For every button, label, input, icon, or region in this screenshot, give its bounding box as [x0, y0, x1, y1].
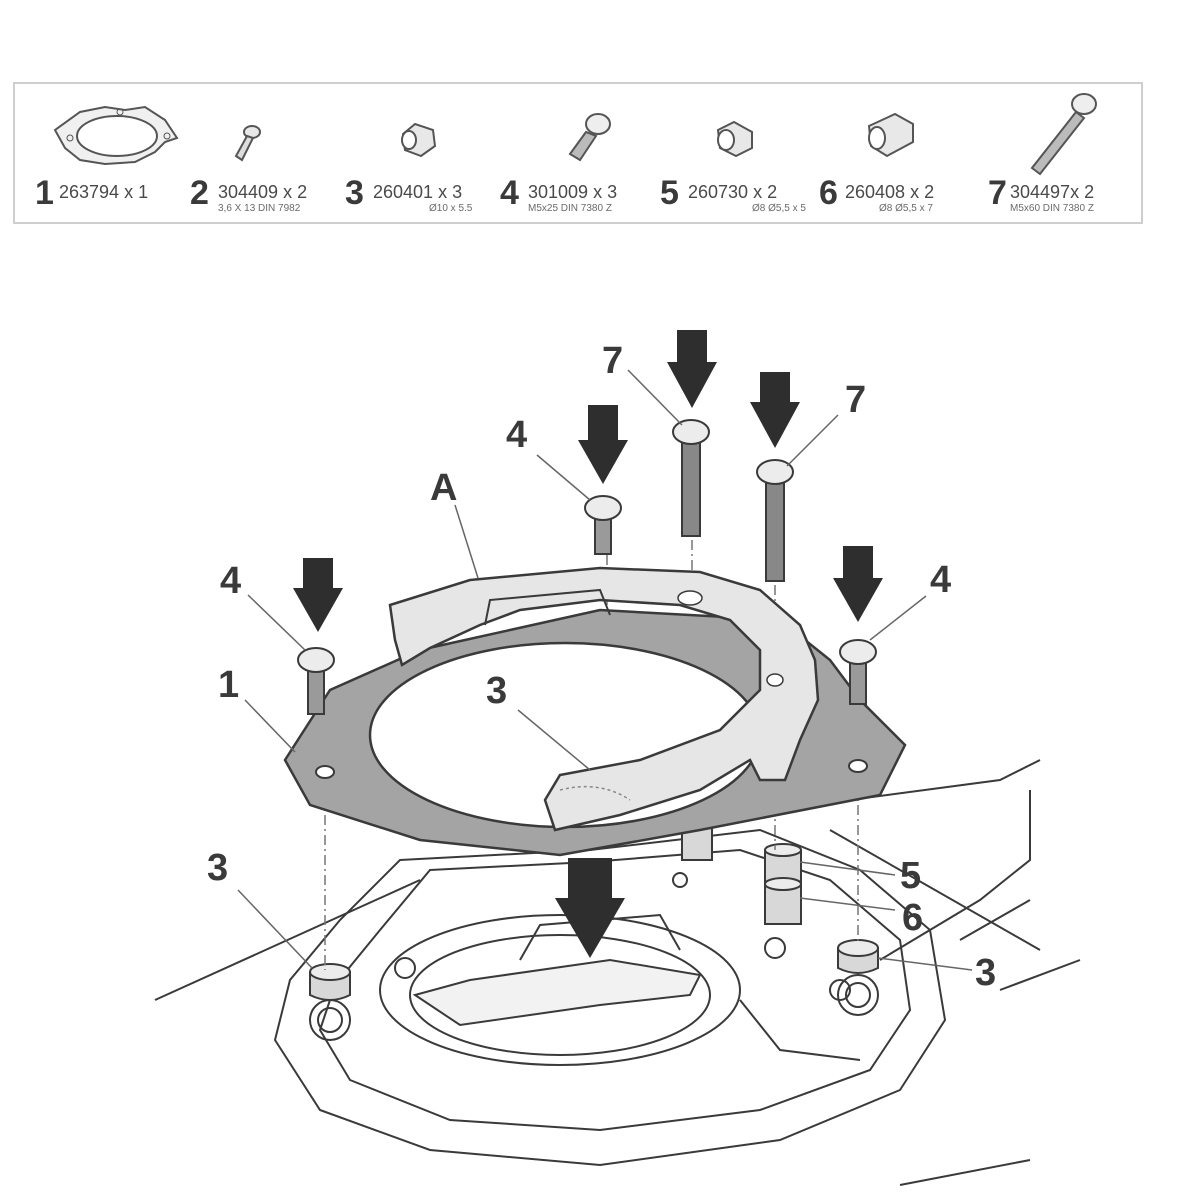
- part-spec: Ø8 Ø5,5 x 7: [879, 203, 933, 214]
- part-number: 4: [500, 174, 519, 212]
- spacer-right: [837, 939, 879, 974]
- label-part-4-top: 4: [506, 414, 527, 456]
- arrow-down-icon: [750, 372, 800, 448]
- bushing-6: [764, 877, 802, 925]
- label-part-3-center: 3: [486, 670, 507, 712]
- label-A: A: [430, 467, 457, 509]
- leader-lines: [237, 369, 973, 971]
- part-spec: M5x25 DIN 7380 Z: [528, 203, 612, 214]
- part-spec: 3,6 X 13 DIN 7982: [218, 203, 301, 214]
- part-5: 5 260730 x 2 Ø8 Ø5,5 x 5: [660, 84, 820, 222]
- arrow-icons: [293, 330, 883, 958]
- long-screw-icon: [1030, 93, 1097, 176]
- part-7: 7 304497x 2 M5x60 DIN 7380 Z: [980, 84, 1140, 222]
- screw-4-right: [839, 639, 877, 705]
- part-code: 301009 x 3: [528, 182, 618, 202]
- label-part-3-right: 3: [975, 952, 996, 994]
- arrow-down-icon: [667, 330, 717, 408]
- part-code: 260401 x 3: [373, 182, 463, 202]
- label-part-1: 1: [218, 664, 239, 706]
- arrow-down-icon: [578, 405, 628, 484]
- screw-7-left: [672, 419, 710, 537]
- part-number: 6: [819, 174, 838, 212]
- spacer-icon: [401, 122, 437, 158]
- part-code: 304497x 2: [1010, 182, 1095, 202]
- label-part-3-left: 3: [207, 847, 228, 889]
- part-number: 7: [988, 174, 1007, 212]
- long-bushing-icon: [867, 112, 914, 158]
- label-part-7-left: 7: [602, 340, 623, 382]
- small-screw-icon: [234, 125, 261, 162]
- part-3: 3 260401 x 3 Ø10 x 5.5: [345, 84, 505, 222]
- part-code: 260408 x 2: [845, 182, 935, 202]
- part-spec: Ø10 x 5.5: [429, 203, 473, 214]
- bushing-icon: [716, 120, 753, 158]
- label-part-5: 5: [900, 855, 921, 897]
- part-2: 2 304409 x 2 3,6 X 13 DIN 7982: [190, 84, 350, 222]
- label-part-7-right: 7: [845, 379, 866, 421]
- part-number: 5: [660, 174, 679, 212]
- part-6: 6 260408 x 2 Ø8 Ø5,5 x 7: [815, 84, 975, 222]
- arrow-down-icon: [833, 546, 883, 622]
- part-4: 4 301009 x 3 M5x25 DIN 7380 Z: [500, 84, 660, 222]
- part-number: 3: [345, 174, 364, 212]
- part-1: 1 263794 x 1: [25, 84, 195, 222]
- arrow-down-icon: [555, 858, 625, 958]
- part-code: 260730 x 2: [688, 182, 778, 202]
- label-part-4-right: 4: [930, 559, 951, 601]
- bushing-5: [764, 843, 802, 883]
- part-code: 263794 x 1: [59, 182, 149, 202]
- part-number: 1: [35, 174, 54, 212]
- arrow-down-icon: [293, 558, 343, 632]
- spacer-left: [309, 963, 351, 1001]
- part-spec: M5x60 DIN 7380 Z: [1010, 203, 1094, 214]
- part-code: 304409 x 2: [218, 182, 308, 202]
- part-number: 2: [190, 174, 209, 212]
- screw-7-right: [756, 459, 794, 582]
- screw-4-left: [297, 647, 335, 715]
- label-part-6: 6: [902, 897, 923, 939]
- screw-4-top: [584, 495, 622, 555]
- label-part-4-left: 4: [220, 560, 241, 602]
- part-spec: Ø8 Ø5,5 x 5: [752, 203, 806, 214]
- button-head-screw-icon: [568, 113, 611, 162]
- assembly-diagram: A 1 4 4 4 7 7 3 3 3 5 6: [154, 330, 1081, 1186]
- ring-bracket: [388, 566, 820, 832]
- gasket-plate-icon: [53, 105, 179, 166]
- parts-list: 1 263794 x 1 2 304409 x 2 3,6 X 13 DIN 7…: [13, 82, 1143, 224]
